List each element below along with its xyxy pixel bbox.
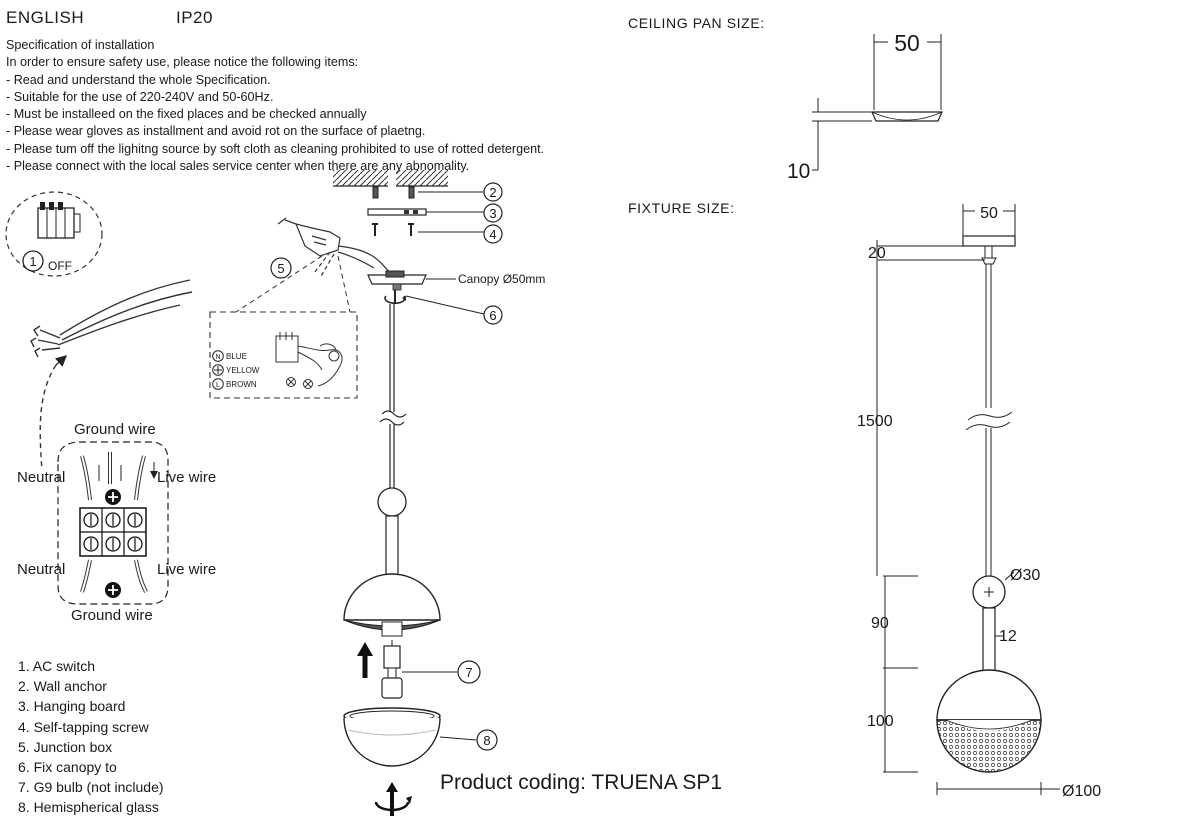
- pendant-upper-body: [343, 487, 441, 637]
- callout-2: 2: [489, 185, 496, 200]
- blue-wire-label: BLUE: [226, 352, 247, 361]
- ceiling-pan-drawing: [812, 34, 943, 171]
- callout-6: 6: [489, 308, 496, 323]
- legend-item: 6. Fix canopy to: [18, 759, 117, 776]
- fixture-canopy-height: 20: [868, 245, 886, 262]
- ceiling-hatch: [333, 170, 448, 187]
- suspension-cable: [379, 304, 407, 488]
- neutral-symbol: N: [215, 354, 220, 361]
- callout-circles: [270, 182, 503, 751]
- spec-item: - Please wear gloves as installment and …: [6, 124, 426, 139]
- product-coding: Product coding: TRUENA SP1: [440, 771, 723, 794]
- spec-item: - Please connect with the local sales se…: [6, 159, 470, 174]
- language-heading: ENGLISH: [6, 8, 85, 27]
- yellow-wire-label: YELLOW: [226, 366, 260, 375]
- g9-bulb-icon: [381, 640, 458, 699]
- callout-4: 4: [489, 227, 496, 242]
- switch-off-label: OFF: [48, 259, 72, 273]
- spec-item: - Read and understand the whole Specific…: [6, 72, 271, 87]
- ac-switch-icon: [5, 191, 103, 277]
- legend-item: 8. Hemispherical glass: [18, 799, 159, 816]
- junction-detail-illustration: [275, 332, 343, 389]
- spec-item: - Must be installeed on the fixed places…: [6, 107, 367, 122]
- rotate-arrow-icon: [374, 782, 412, 816]
- fixture-shade-diameter: Ø100: [1062, 783, 1101, 800]
- spec-title: Specification of installation: [6, 38, 155, 52]
- up-arrow-head-icon: [357, 642, 373, 656]
- canopy-diameter-label: Canopy Ø50mm: [458, 272, 545, 286]
- ip-rating: IP20: [176, 8, 213, 27]
- callout-7: 7: [465, 665, 472, 680]
- legend-item: 5. Junction box: [18, 738, 113, 755]
- ceiling-pan-title: CEILING PAN SIZE:: [628, 15, 765, 31]
- legend-item: 4. Self-tapping screw: [18, 718, 149, 735]
- ceiling-pan-width: 50: [894, 30, 920, 56]
- neutral-top-label: Neutral: [17, 469, 65, 486]
- live-wire-top-label: Live wire: [157, 469, 216, 486]
- ground-wire-top-label: Ground wire: [74, 421, 156, 438]
- fixture-shade-height: 100: [867, 713, 894, 730]
- fixture-cable-length: 1500: [857, 413, 893, 430]
- fixture-size-title: FIXTURE SIZE:: [628, 200, 735, 216]
- callout-3: 3: [489, 206, 496, 221]
- ceiling-pan-height: 10: [787, 160, 810, 183]
- terminal-block-diagram: [57, 441, 169, 605]
- fixture-stem-width: 12: [999, 628, 1017, 645]
- ground-wire-bottom-label: Ground wire: [71, 607, 153, 624]
- switch-number: 1: [29, 254, 36, 269]
- fixture-drawing: [876, 204, 1060, 795]
- callout-8: 8: [483, 733, 490, 748]
- fixture-ball-diameter: Ø30: [1010, 567, 1040, 584]
- fixture-stem-length: 90: [871, 615, 889, 632]
- legend-item: 1. AC switch: [18, 658, 96, 674]
- legend-item: 3. Hanging board: [18, 698, 126, 715]
- self-tapping-screw-icon: [372, 223, 484, 236]
- spec-intro: In order to ensure safety use, please no…: [6, 55, 359, 70]
- specification-block: Specification of installation In order t…: [6, 37, 544, 175]
- junction-detail-frame: [209, 311, 358, 399]
- fixture-canopy-width: 50: [980, 205, 998, 222]
- live-wire-bottom-label: Live wire: [157, 561, 216, 578]
- hemispherical-glass-icon: [343, 707, 477, 767]
- legend-item: 7. G9 bulb (not include): [18, 779, 164, 796]
- wall-anchor-icon: [372, 186, 484, 199]
- supply-wires-icon: [30, 279, 193, 471]
- hanging-board-icon: [367, 208, 484, 216]
- canopy-icon: [367, 270, 485, 315]
- parts-legend: 1. AC switch 2. Wall anchor 3. Hanging b…: [18, 656, 164, 818]
- live-symbol: L: [216, 382, 220, 389]
- neutral-bottom-label: Neutral: [17, 561, 65, 578]
- wire-color-key: [212, 350, 224, 390]
- callout-5: 5: [277, 261, 284, 276]
- brown-wire-label: BROWN: [226, 380, 257, 389]
- spec-item: - Suitable for the use of 220-240V and 5…: [6, 89, 274, 104]
- junction-box-icon: [235, 217, 396, 313]
- legend-item: 2. Wall anchor: [18, 678, 107, 695]
- spec-item: - Please tum off the lighitng source by …: [6, 141, 545, 156]
